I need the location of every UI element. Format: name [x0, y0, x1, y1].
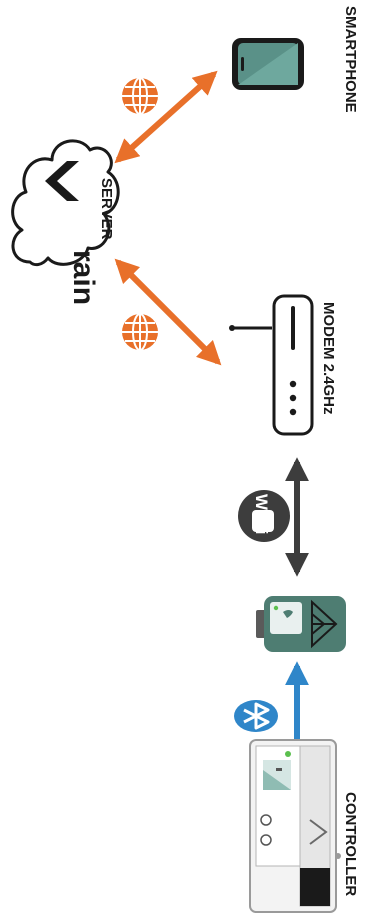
modem-device [229, 294, 314, 436]
server-cloud [11, 139, 120, 267]
logo-text: rain [67, 250, 100, 305]
smartphone-label: SMARTPHONE [342, 6, 359, 113]
globe-icon [122, 313, 158, 351]
bluetooth-icon [234, 700, 278, 732]
modem-label: MODEM 2.4GHz [320, 302, 337, 415]
wifi-badge-text: Wi Fi [252, 494, 271, 534]
internet-link-phone [114, 70, 218, 164]
internet-link-modem [114, 258, 222, 366]
controller-label: CONTROLLER [342, 792, 359, 896]
wifi-icon [238, 490, 290, 542]
globe-icon [122, 77, 158, 115]
bridge-device [256, 596, 346, 652]
smartphone-device [232, 38, 304, 90]
controller-device [249, 739, 341, 913]
server-label: SERVER [98, 178, 115, 240]
logo-mark [45, 161, 79, 201]
